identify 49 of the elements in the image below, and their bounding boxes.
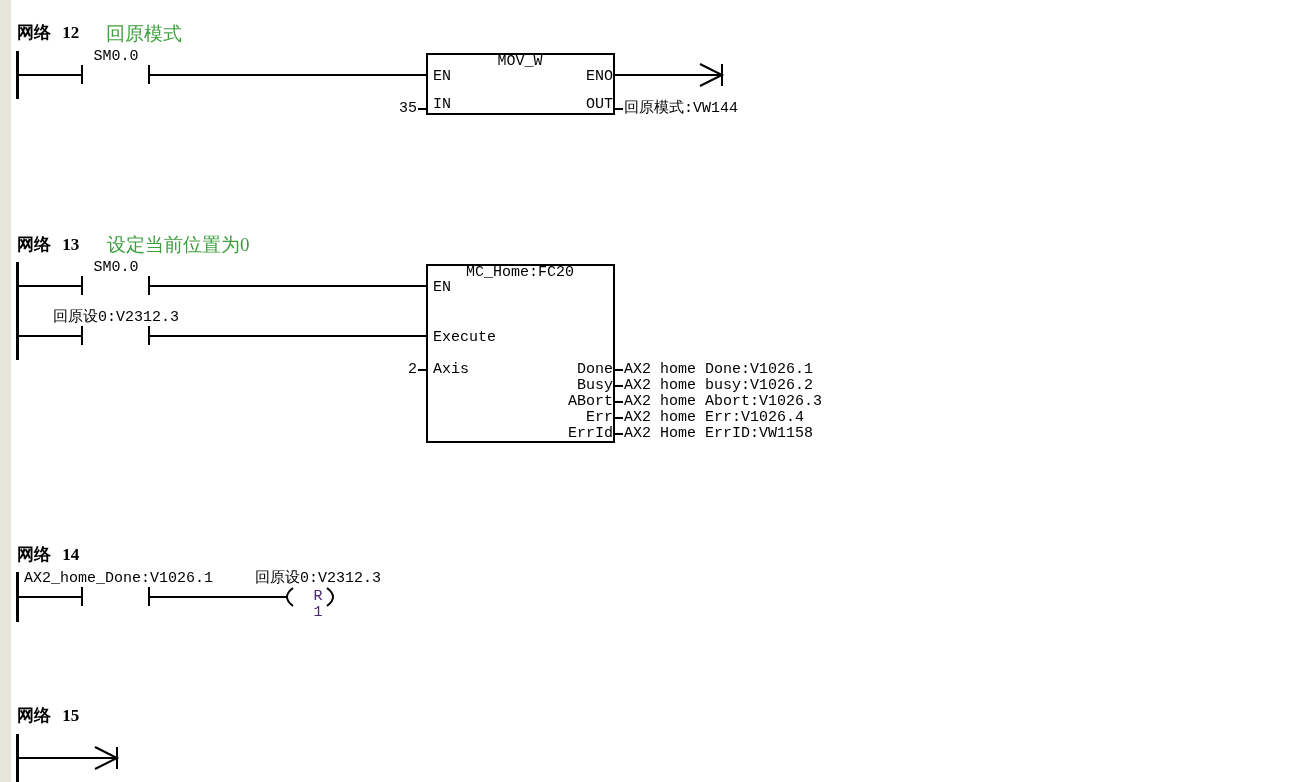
network-heading: 网络 14 (17, 545, 80, 565)
pin-label: IN (433, 98, 451, 112)
wire (212, 596, 256, 598)
operand-label: AX2 home busy:V1026.2 (624, 378, 814, 394)
pin-label: EN (433, 281, 451, 295)
function-block (426, 53, 615, 115)
pin-label: OUT (586, 98, 613, 112)
wire (18, 335, 54, 337)
wire (18, 74, 82, 76)
pin-label: ErrId (568, 427, 613, 441)
coil-type: R (313, 589, 323, 605)
network-heading: 网络 13 (17, 235, 80, 255)
address-label: AX2_home_Done:V1026.1 (24, 571, 214, 587)
pin-label: Busy (577, 379, 613, 393)
network-comment: 设定当前位置为0 (107, 234, 250, 256)
power-rail (16, 262, 19, 360)
wire (18, 285, 82, 287)
address-label: 回原设0:V2312.3 (53, 310, 179, 326)
pin-label: ABort (568, 395, 613, 409)
parameter-value: 35 (399, 101, 417, 117)
pin-label: EN (433, 70, 451, 84)
bit-count: 1 (313, 605, 323, 621)
pin-label: ENO (586, 70, 613, 84)
function-block (426, 264, 615, 443)
address-label: SM0.0 (93, 260, 139, 276)
pin-label: Axis (433, 363, 469, 377)
pin-label: Done (577, 363, 613, 377)
operand-label: AX2 Home ErrID:VW1158 (624, 426, 814, 442)
network-heading: 网络 15 (17, 706, 80, 726)
power-rail (16, 734, 19, 782)
operand-label: AX2 home Abort:V1026.3 (624, 394, 823, 410)
wire (178, 335, 427, 337)
pin-label: Execute (433, 331, 496, 345)
power-rail (16, 572, 19, 622)
address-label: 回原设0:V2312.3 (255, 571, 381, 587)
block-title: MOV_W (497, 55, 543, 69)
power-rail (16, 51, 19, 99)
address-label: SM0.0 (93, 49, 139, 65)
wire (149, 285, 427, 287)
operand-label: 回原模式:VW144 (624, 101, 738, 117)
operand-label: AX2 home Done:V1026.1 (624, 362, 814, 378)
parameter-value: 2 (408, 362, 417, 378)
wire (149, 74, 427, 76)
block-title: MC_Home:FC20 (466, 266, 575, 280)
network-heading: 网络 12 (17, 23, 80, 43)
network-comment: 回原模式 (106, 23, 182, 45)
pin-label: Err (586, 411, 613, 425)
operand-label: AX2 home Err:V1026.4 (624, 410, 805, 426)
wire (18, 596, 25, 598)
